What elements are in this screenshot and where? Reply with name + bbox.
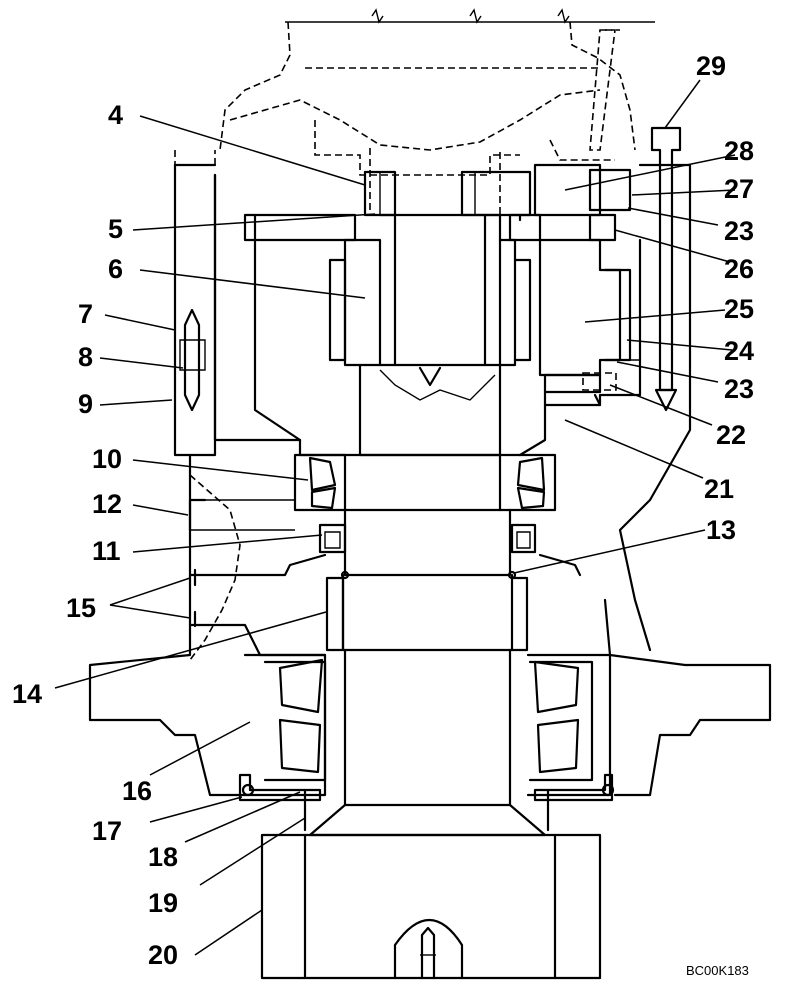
callout-22: 22 xyxy=(716,420,746,450)
output-shaft xyxy=(308,508,547,837)
carrier-gear-6 xyxy=(243,213,532,457)
retainer-17-18 xyxy=(238,773,615,832)
callout-17: 17 xyxy=(92,816,122,846)
callout-4: 4 xyxy=(108,100,123,130)
callout-18: 18 xyxy=(148,842,178,872)
callout-29: 29 xyxy=(696,51,726,81)
callout-26: 26 xyxy=(724,254,754,284)
lower-housing xyxy=(88,453,772,797)
callout-9: 9 xyxy=(78,389,93,419)
oil-seal-11 xyxy=(318,523,537,554)
callout-8: 8 xyxy=(78,342,93,372)
callout-19: 19 xyxy=(148,888,178,918)
sun-gear-4 xyxy=(363,170,542,242)
callout-6: 6 xyxy=(108,254,123,284)
callout-14: 14 xyxy=(12,679,42,709)
upper-housing xyxy=(173,163,692,652)
planetary-right xyxy=(533,163,632,407)
callout-5: 5 xyxy=(108,214,123,244)
callout-15: 15 xyxy=(66,593,96,623)
callout-16: 16 xyxy=(122,776,152,806)
callout-27: 27 xyxy=(724,174,754,204)
stud-bolt-29 xyxy=(610,126,682,412)
callout-21: 21 xyxy=(704,474,734,504)
figure-code: BC00K183 xyxy=(686,963,749,978)
callout-7: 7 xyxy=(78,299,93,329)
callout-23-upper: 23 xyxy=(724,216,754,246)
motor-outline-dashed xyxy=(174,8,655,216)
callout-25: 25 xyxy=(724,294,754,324)
callout-labels: 4 5 6 7 8 9 10 12 11 15 14 16 17 18 19 2… xyxy=(12,51,754,970)
callout-24: 24 xyxy=(724,336,754,366)
callout-11: 11 xyxy=(92,536,121,566)
callout-13: 13 xyxy=(706,515,736,545)
pin-8 xyxy=(179,308,206,412)
callout-10: 10 xyxy=(92,444,122,474)
callout-20: 20 xyxy=(148,940,178,970)
callout-12: 12 xyxy=(92,489,122,519)
bearing-16 xyxy=(263,658,594,782)
bearing-10 xyxy=(293,453,557,512)
callout-28: 28 xyxy=(724,136,754,166)
callout-23-lower: 23 xyxy=(724,374,754,404)
leader-lines xyxy=(54,79,736,956)
pinion-20 xyxy=(260,833,602,980)
